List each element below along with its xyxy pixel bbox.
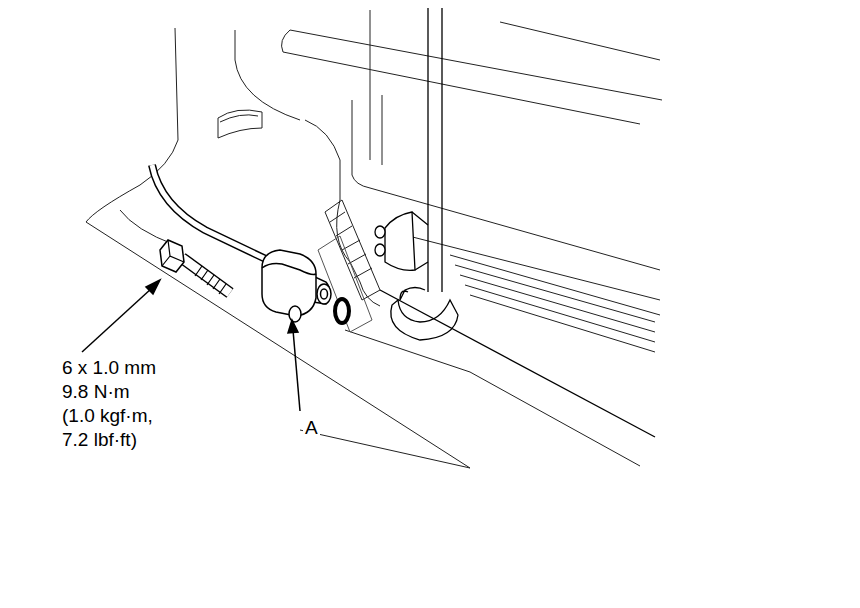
torque-spec: 7.2 lbf·ft) xyxy=(60,429,139,451)
torque-spec: 6 x 1.0 mm xyxy=(60,357,158,379)
callout-letter: A xyxy=(303,417,320,439)
torque-spec: (1.0 kgf·m, xyxy=(60,405,155,427)
torque-spec: 9.8 N·m xyxy=(60,381,132,403)
